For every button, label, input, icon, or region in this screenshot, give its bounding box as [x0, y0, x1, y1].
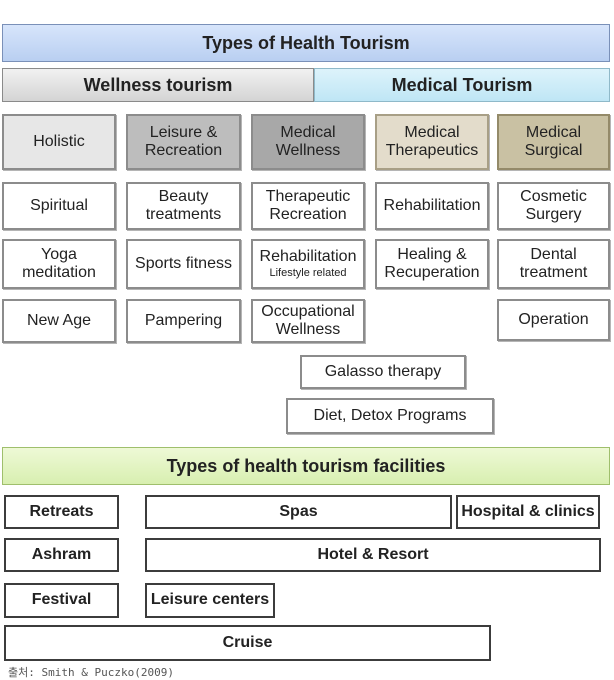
item-operation: Operation	[497, 299, 610, 341]
type-medical-therapeutics: Medical Therapeutics	[375, 114, 489, 170]
item-healing-recuperation: Healing & Recuperation	[375, 239, 489, 289]
diagram-title: Types of Health Tourism	[2, 24, 610, 62]
rehabilitation-label: Rehabilitation	[259, 248, 357, 266]
item-galasso-therapy: Galasso therapy	[300, 355, 466, 389]
medical-tourism-header: Medical Tourism	[314, 68, 610, 102]
item-sports-fitness: Sports fitness	[126, 239, 241, 289]
wellness-tourism-header: Wellness tourism	[2, 68, 314, 102]
item-cosmetic-surgery: Cosmetic Surgery	[497, 182, 610, 230]
item-diet-detox-programs: Diet, Detox Programs	[286, 398, 494, 434]
item-spiritual: Spiritual	[2, 182, 116, 230]
facilities-title: Types of health tourism facilities	[2, 447, 610, 485]
item-yoga-meditation: Yoga meditation	[2, 239, 116, 289]
type-leisure-recreation: Leisure & Recreation	[126, 114, 241, 170]
type-medical-wellness: Medical Wellness	[251, 114, 365, 170]
item-beauty-treatments: Beauty treatments	[126, 182, 241, 230]
item-dental-treatment: Dental treatment	[497, 239, 610, 289]
facility-festival: Festival	[4, 583, 119, 618]
facility-hospital-clinics: Hospital & clinics	[456, 495, 600, 529]
lifestyle-related-label: Lifestyle related	[269, 266, 347, 279]
type-medical-surgical: Medical Surgical	[497, 114, 610, 170]
source-citation: 출처: Smith & Puczko(2009)	[8, 666, 174, 679]
type-holistic: Holistic	[2, 114, 116, 170]
item-therapeutic-recreation: Therapeutic Recreation	[251, 182, 365, 230]
facility-spas: Spas	[145, 495, 452, 529]
item-rehabilitation: Rehabilitation	[375, 182, 489, 230]
facility-cruise: Cruise	[4, 625, 491, 661]
item-occupational-wellness: Occupational Wellness	[251, 299, 365, 343]
facility-ashram: Ashram	[4, 538, 119, 572]
facility-leisure-centers: Leisure centers	[145, 583, 275, 618]
item-rehabilitation-lifestyle: Rehabilitation Lifestyle related	[251, 239, 365, 289]
item-pampering: Pampering	[126, 299, 241, 343]
item-new-age: New Age	[2, 299, 116, 343]
facility-retreats: Retreats	[4, 495, 119, 529]
facility-hotel-resort: Hotel & Resort	[145, 538, 601, 572]
